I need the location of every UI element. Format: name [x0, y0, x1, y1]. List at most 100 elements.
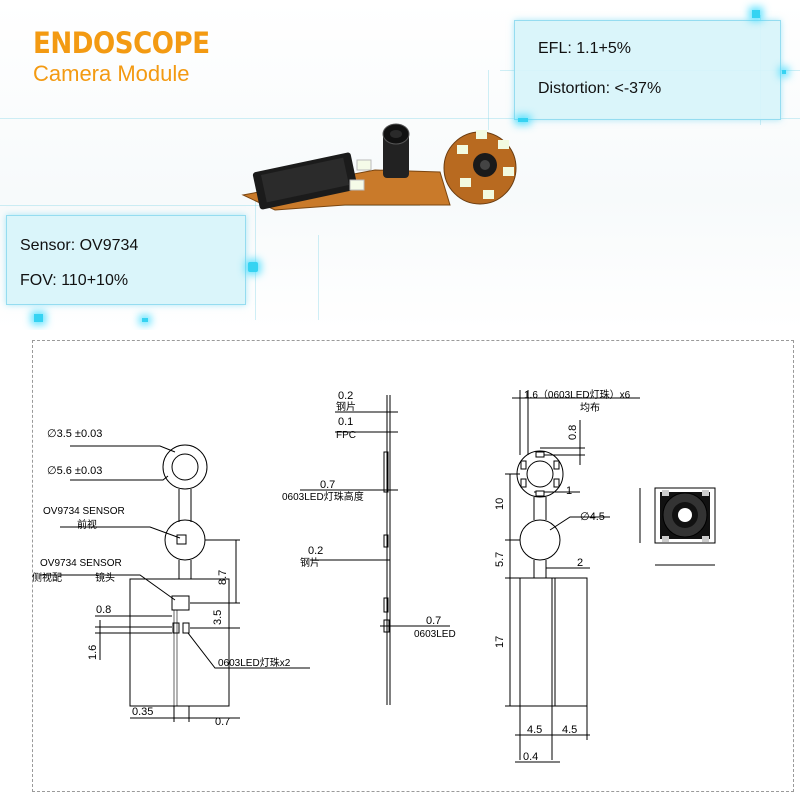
label-dim-07: 0.7: [215, 716, 230, 728]
banner-title: ENDOSCOPE: [33, 26, 210, 60]
label-side-07a: 0.7: [320, 479, 335, 491]
ring-led: [498, 140, 509, 149]
label-right-leds: 1.6（0603LED灯珠）x6: [524, 388, 631, 401]
lens-pad: [702, 536, 709, 542]
led-small: [172, 622, 180, 634]
label-right-04: 0.4: [523, 751, 538, 763]
label-side-02a: 0.2: [338, 390, 353, 402]
leader-d45: [549, 516, 610, 531]
leader-sensor-front: [60, 526, 181, 539]
ring-led: [503, 167, 514, 176]
label-lens: 镜头: [95, 571, 115, 584]
label-side-07b: 0.7: [426, 615, 441, 627]
ring-led: [457, 145, 468, 154]
ring-led-mark: [535, 451, 545, 458]
label-led-x2: 0603LED灯珠x2: [218, 656, 291, 669]
ring-led-mark: [553, 478, 560, 488]
leader-sensor-side: [40, 574, 176, 601]
side-lens-box: [171, 595, 190, 611]
chip-surface: [261, 157, 349, 203]
spec-fov: FOV: 110+10%: [20, 272, 129, 289]
glow-accent: [142, 318, 148, 322]
front-body: [129, 578, 230, 707]
leader-led: [187, 632, 310, 669]
label-sensor-front: OV9734 SENSOR: [43, 506, 125, 517]
technical-drawing: ∅3.5 ±0.03 ∅5.6 ±0.03 OV9734 SENSOR 前视 O…: [32, 388, 716, 763]
glow-accent: [752, 10, 760, 18]
side-steel: [383, 534, 389, 548]
product-banner: ENDOSCOPE Camera Module EFL: 1.1+5% Dist…: [0, 0, 800, 330]
led-small: [182, 622, 190, 634]
label-side-02b: 0.2: [308, 545, 323, 557]
label-dim-35: 3.5: [212, 610, 224, 625]
label-right-57: 5.7: [494, 552, 506, 567]
right-ring-inner: [526, 460, 554, 488]
side-part: [383, 597, 389, 613]
spec-efl: EFL: 1.1+5%: [538, 40, 631, 57]
label-right-45a: 4.5: [527, 724, 542, 736]
label-right-17: 17: [494, 636, 506, 648]
label-side-steel1: 钢片: [336, 400, 356, 413]
ring-led-mark: [520, 460, 527, 470]
ring-led: [460, 178, 471, 187]
label-side-01: 0.1: [338, 416, 353, 428]
ring-led: [476, 130, 487, 139]
drawing-frame: [32, 340, 794, 792]
label-dim-035: 0.35: [132, 706, 153, 718]
label-right-45: ∅4.5: [580, 511, 605, 523]
led: [356, 159, 372, 171]
label-right-even: 均布: [580, 402, 600, 414]
lens-module-outline: [654, 487, 716, 544]
lens-pad: [662, 490, 669, 496]
label-side-led: 0603LED: [414, 629, 456, 640]
banner-subtitle: Camera Module: [33, 61, 190, 86]
label-right-10: 10: [494, 498, 506, 510]
spec-sensor: Sensor: OV9734: [20, 237, 139, 254]
right-body: [519, 577, 588, 707]
right-ring-outer: [516, 450, 564, 498]
ring-led: [483, 190, 494, 199]
label-side-led-height: 0603LED灯珠高度: [282, 490, 364, 503]
spec-distortion: Distortion: <-37%: [538, 80, 662, 97]
grid-line: [0, 118, 800, 119]
side-led-stack: [383, 451, 389, 493]
sensor-square: [176, 534, 187, 545]
label-right-2: 2: [577, 557, 583, 569]
label-right-1: 1: [566, 485, 572, 497]
lens-pad: [662, 536, 669, 542]
label-sensor-side: OV9734 SENSOR: [40, 558, 122, 569]
front-ring-outer: [162, 444, 208, 490]
label-side-fpc: FPC: [336, 430, 356, 441]
lens-housing: [383, 132, 409, 178]
label-right-45b: 4.5: [562, 724, 577, 736]
lens-center: [390, 130, 402, 138]
glow-accent: [34, 314, 43, 322]
label-dim-16: 1.6: [87, 645, 99, 660]
ring-led-mark: [520, 478, 527, 488]
front-ring-inner: [171, 453, 199, 481]
label-dim-87: 8.7: [217, 570, 229, 585]
glow-accent: [248, 262, 258, 272]
led: [349, 179, 365, 191]
lens-pad: [702, 490, 709, 496]
endoscope-module-photo: [241, 123, 517, 211]
label-front-view: 前视: [77, 518, 97, 531]
sensor-circle: [164, 519, 206, 561]
label-d2: ∅5.6 ±0.03: [47, 465, 102, 477]
grid-line: [488, 70, 489, 130]
leader-d2: [70, 475, 169, 481]
spec-box-optics: [514, 20, 781, 120]
front-lens-center: [480, 160, 490, 170]
label-dim-08: 0.8: [96, 604, 111, 616]
lens-aperture: [678, 508, 692, 522]
glow-accent: [782, 70, 786, 74]
label-right-08: 0.8: [567, 425, 579, 440]
label-side-config: 侧视配: [32, 571, 62, 584]
ring-led-mark: [553, 460, 560, 470]
right-mid-circle: [519, 519, 561, 561]
spec-box-sensor: [6, 215, 246, 305]
leader-d1: [70, 445, 176, 453]
ring-led-mark: [535, 490, 545, 497]
grid-line: [0, 205, 420, 206]
label-d1: ∅3.5 ±0.03: [47, 428, 102, 440]
